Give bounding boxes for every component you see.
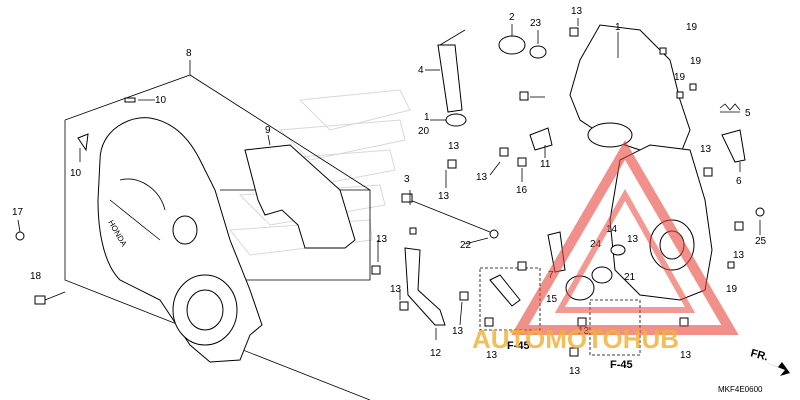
part-label: 9 — [265, 125, 271, 136]
part-label: 13 — [733, 250, 745, 261]
part-label: 19 — [726, 284, 738, 295]
part-label: 3 — [404, 174, 410, 185]
part-label: 19 — [690, 56, 702, 67]
part-label: 13 — [390, 284, 402, 295]
pulser-cable — [401, 193, 499, 239]
part-label: 5 — [745, 108, 751, 119]
part-label: 8 — [186, 48, 192, 59]
part-label: 13 — [571, 6, 583, 17]
part-label: 13 — [438, 191, 450, 202]
o-ring-set — [591, 244, 626, 284]
part-label: 4 — [418, 65, 424, 76]
part-label: 15 — [546, 294, 558, 305]
stay-lever — [404, 247, 446, 326]
part-label: 6 — [736, 176, 742, 187]
part-label: 11 — [540, 159, 551, 170]
bolts — [15, 27, 765, 357]
part-label: 19 — [674, 72, 686, 83]
part-label: 18 — [30, 271, 42, 282]
part-label: 1 — [615, 22, 621, 33]
part-label: 25 — [755, 236, 767, 247]
reference-label: F-45 — [507, 340, 530, 352]
part-label: 13 — [476, 172, 488, 183]
part-label: 16 — [516, 185, 528, 196]
triangle-icon — [511, 140, 739, 335]
part-label: 10 — [70, 168, 82, 179]
setting-plate — [529, 127, 553, 151]
part-label: 10 — [155, 95, 167, 106]
arrow-icon — [760, 360, 790, 376]
part-label: 13 — [680, 350, 692, 361]
part-label: 19 — [686, 22, 698, 33]
cover-group-bracket — [64, 60, 371, 400]
part-label: 13 — [452, 326, 464, 337]
o-ring — [529, 45, 547, 59]
part-label: 1 — [424, 112, 430, 123]
oil-seal — [445, 113, 467, 127]
diagram-code: MKF4E0600 — [718, 385, 763, 394]
oil-filler-cap — [498, 35, 526, 55]
part-label: 12 — [430, 348, 442, 359]
part-label: 20 — [418, 126, 430, 137]
triangle-icon — [554, 188, 696, 313]
watermark-text: AUTOMOTOHUB — [472, 324, 679, 354]
spring — [719, 103, 741, 111]
part-label: 13 — [376, 234, 388, 245]
leader-lines — [17, 18, 761, 340]
reference-label: F-45 — [610, 359, 633, 371]
left-outer-cover: HONDA — [97, 117, 263, 363]
part-label: 13 — [486, 350, 498, 361]
part-label: 14 — [606, 224, 618, 235]
part-label: 13 — [448, 141, 460, 152]
part-label: 2 — [509, 12, 515, 23]
front-direction-label: FR. — [749, 347, 769, 363]
front-direction-indicator: FR. — [749, 347, 790, 376]
part-label: 21 — [624, 272, 636, 283]
part-label: 13 — [700, 144, 712, 155]
part-label: 23 — [530, 18, 542, 29]
cover-gasket — [244, 144, 356, 249]
stopper-plate — [721, 129, 746, 163]
part-label: 13 — [627, 234, 639, 245]
part-label: 22 — [460, 240, 472, 251]
part-label: 17 — [12, 207, 24, 218]
shift-shaft — [437, 29, 466, 113]
watermark-logo: AUTOMOTOHUB — [472, 140, 739, 354]
part-label: 13 — [569, 366, 581, 377]
